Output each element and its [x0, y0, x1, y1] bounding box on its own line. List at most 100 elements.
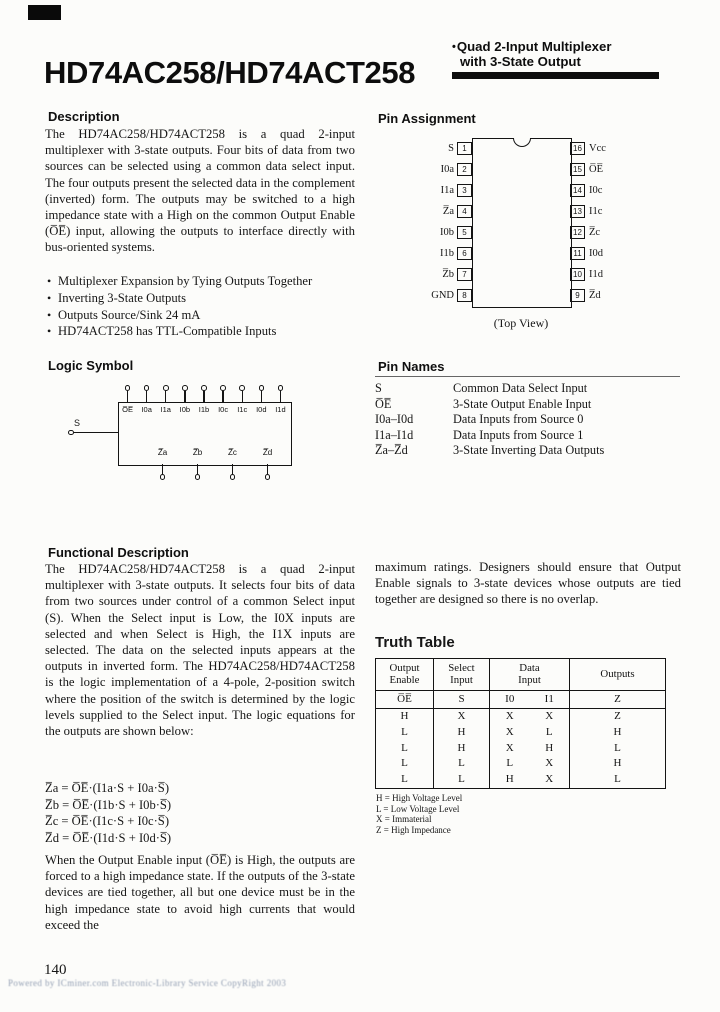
section-heading-functional-description: Functional Description — [48, 545, 189, 560]
truth-table-column-header: I0 — [489, 690, 530, 709]
pin-terminal-icon — [277, 385, 284, 391]
logic-input-pin — [252, 385, 271, 402]
truth-table-row: L H X L H — [376, 724, 666, 741]
pin-terminal-icon — [68, 429, 74, 436]
truth-table-cell: H — [545, 741, 554, 754]
truth-table-row: H X X X Z — [376, 708, 666, 725]
truth-table-cell: X — [545, 710, 554, 722]
logic-output-label: Z̅d — [262, 448, 273, 457]
pin-label: I1b — [440, 248, 454, 259]
truth-table-note: L = Low Voltage Level — [376, 803, 460, 814]
subtitle-bullet-icon: • — [452, 41, 456, 53]
pin-label: Z̅a — [442, 206, 454, 217]
logic-input-pin — [156, 385, 175, 402]
truth-table-group-header: Outputs — [569, 658, 666, 691]
subtitle-line-1: •Quad 2-Input Multiplexer — [452, 40, 667, 55]
pin-number-box: 1 — [457, 142, 472, 155]
page-number: 140 — [44, 962, 67, 978]
section-heading-description: Description — [48, 109, 120, 124]
part-subtitle: •Quad 2-Input Multiplexer with 3-State O… — [452, 40, 667, 79]
truth-table-note: Z = High Impedance — [376, 824, 451, 835]
logic-input-pin — [271, 385, 290, 402]
pin-number-box: 4 — [457, 205, 472, 218]
pin-terminal-icon — [182, 385, 188, 391]
logic-output-label: Z̅b — [192, 448, 203, 457]
pin-description: 3-State Inverting Data Outputs — [453, 443, 605, 457]
select-input-label: S — [74, 418, 81, 428]
scan-corner-mark — [28, 5, 61, 20]
logic-pin-label: I0a — [141, 405, 152, 414]
truth-table-column-header: Z — [569, 690, 666, 709]
truth-table-cell: L — [433, 772, 490, 789]
subtitle-text-1: Quad 2-Input Multiplexer — [456, 39, 612, 54]
truth-table-cell: X — [545, 757, 554, 770]
pin-number-box: 8 — [457, 289, 472, 302]
page-title: HD74AC258/HD74ACT258 — [44, 54, 416, 90]
watermark-text: Powered by ICminer.com Electronic-Librar… — [8, 978, 287, 988]
functional-paragraph-3: maximum ratings. Designers should ensure… — [375, 560, 681, 607]
truth-table-group-row: Output Enable Select Input Data Input Ou… — [375, 658, 666, 691]
logic-symbol-box — [118, 402, 292, 466]
truth-table-cell: L — [433, 756, 490, 773]
description-paragraph: The HD74AC258/HD74ACT258 is a quad 2-inp… — [45, 127, 355, 255]
truth-table-row: L L H X L — [376, 772, 666, 789]
logic-output-label: Z̅a — [157, 448, 168, 457]
truth-table-cell: L — [489, 756, 530, 773]
section-heading-pin-assignment: Pin Assignment — [378, 111, 476, 126]
truth-table-cell: L — [545, 725, 553, 738]
pin-number-box: 6 — [457, 247, 472, 260]
pin-name-row: O̅E̅3-State Output Enable Input — [375, 397, 680, 413]
logic-input-pins — [118, 385, 290, 402]
truth-table-group-header: Select Input — [433, 658, 490, 691]
truth-table-cell: H — [433, 724, 490, 741]
logic-pin-label: I0b — [179, 405, 191, 414]
truth-table-column-header: I1 — [529, 690, 570, 709]
feature-item: HD74ACT258 has TTL-Compatible Inputs — [47, 323, 355, 340]
truth-table-cell: X — [489, 740, 530, 757]
pin-label: Vcc — [589, 143, 606, 154]
truth-table-note: H = High Voltage Level — [376, 793, 463, 803]
pin-name: I0a–I0d — [375, 412, 414, 426]
truth-table-cell: L — [401, 757, 408, 770]
logic-equation: Z̅c = O̅E̅·(I1c·S + I0c·S̅) — [45, 814, 170, 828]
logic-input-pin — [233, 385, 252, 402]
truth-table-cell: H — [489, 772, 530, 789]
truth-table-cell: X — [489, 708, 530, 725]
pin-label: Z̅d — [589, 290, 601, 301]
truth-table-group-header: Data Input — [489, 658, 570, 691]
truth-table-cell: L — [401, 773, 408, 786]
pin-terminal-icon — [229, 474, 236, 480]
logic-input-pin — [214, 385, 233, 402]
logic-equation: Z̅b = O̅E̅·(I1b·S + I0b·S̅) — [45, 797, 172, 812]
feature-item: Multiplexer Expansion by Tying Outputs T… — [47, 273, 355, 290]
pin-number-box: 5 — [457, 226, 472, 239]
pin-description: 3-State Output Enable Input — [453, 396, 592, 411]
pin-terminal-icon — [162, 385, 169, 391]
logic-pin-label: I1c — [237, 405, 248, 414]
truth-table-cell: L — [569, 772, 666, 789]
pin-number-box: 16 — [570, 142, 585, 155]
pin-name: I1a–I1d — [375, 427, 414, 442]
truth-table-notes: H = High Voltage Level L = Low Voltage L… — [376, 793, 462, 835]
pin-label: I1c — [589, 206, 603, 217]
logic-input-pin — [137, 385, 156, 402]
select-input-line — [73, 432, 118, 434]
functional-paragraph-1: The HD74AC258/HD74ACT258 is a quad 2-inp… — [45, 562, 355, 739]
pin-terminal-icon — [220, 385, 226, 391]
truth-table-row: L H X H L — [376, 740, 666, 757]
pin-label: Z̅c — [589, 227, 601, 238]
logic-pin-label: I0d — [256, 405, 267, 414]
